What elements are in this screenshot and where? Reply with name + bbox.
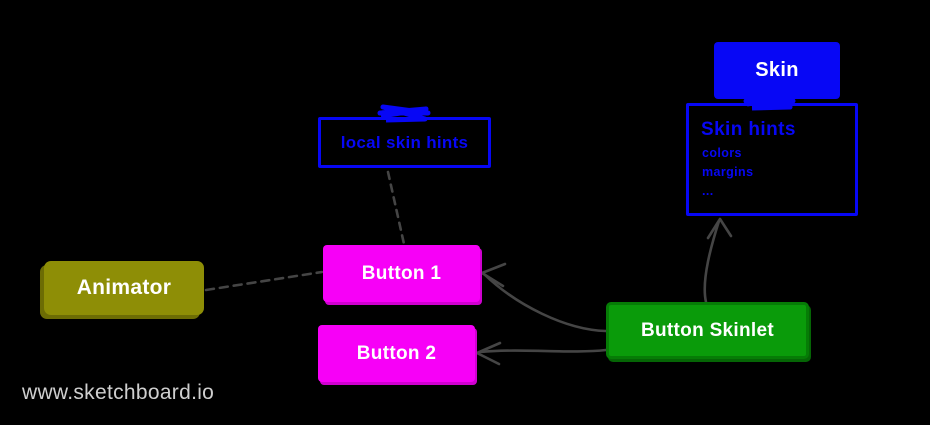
edge-button-skinlet-to-skin-hints[interactable] — [703, 219, 721, 304]
node-button-2-label: Button 2 — [356, 342, 437, 364]
node-button-2[interactable]: Button 2 — [318, 325, 475, 382]
skin-hints-title: Skin hints — [701, 119, 796, 140]
node-animator-label: Animator — [76, 276, 172, 299]
node-animator[interactable]: Animator — [44, 261, 204, 315]
node-button-1-label: Button 1 — [361, 262, 442, 284]
node-local-skin-hints[interactable]: local skin hints — [318, 117, 491, 168]
edge-button-skinlet-to-button-1[interactable] — [482, 272, 608, 333]
node-button-skinlet[interactable]: Button Skinlet — [606, 302, 809, 359]
node-skin[interactable]: Skin — [714, 42, 840, 99]
arrowhead-button-1 — [480, 262, 507, 288]
skin-hints-item-colors: colors — [702, 146, 742, 160]
node-button-skinlet-label: Button Skinlet — [641, 319, 774, 341]
edge-local-skin-hints-to-button-1[interactable] — [386, 170, 406, 246]
arrowhead-button-2 — [475, 341, 502, 366]
skin-hints-item-ellipsis: ... — [702, 184, 714, 198]
skin-hints-item-margins: margins — [702, 165, 754, 179]
arrowhead-skin-hints — [706, 217, 733, 240]
node-skin-hints[interactable]: Skin hints colors margins ... — [686, 103, 858, 216]
sketchboard-watermark: www.sketchboard.io — [22, 381, 215, 404]
edge-button-skinlet-to-button-2[interactable] — [478, 348, 608, 354]
node-button-1[interactable]: Button 1 — [323, 245, 480, 302]
node-skin-label: Skin — [755, 59, 799, 81]
node-local-skin-hints-label: local skin hints — [340, 132, 469, 152]
edge-animator-to-button-1[interactable] — [204, 270, 324, 292]
